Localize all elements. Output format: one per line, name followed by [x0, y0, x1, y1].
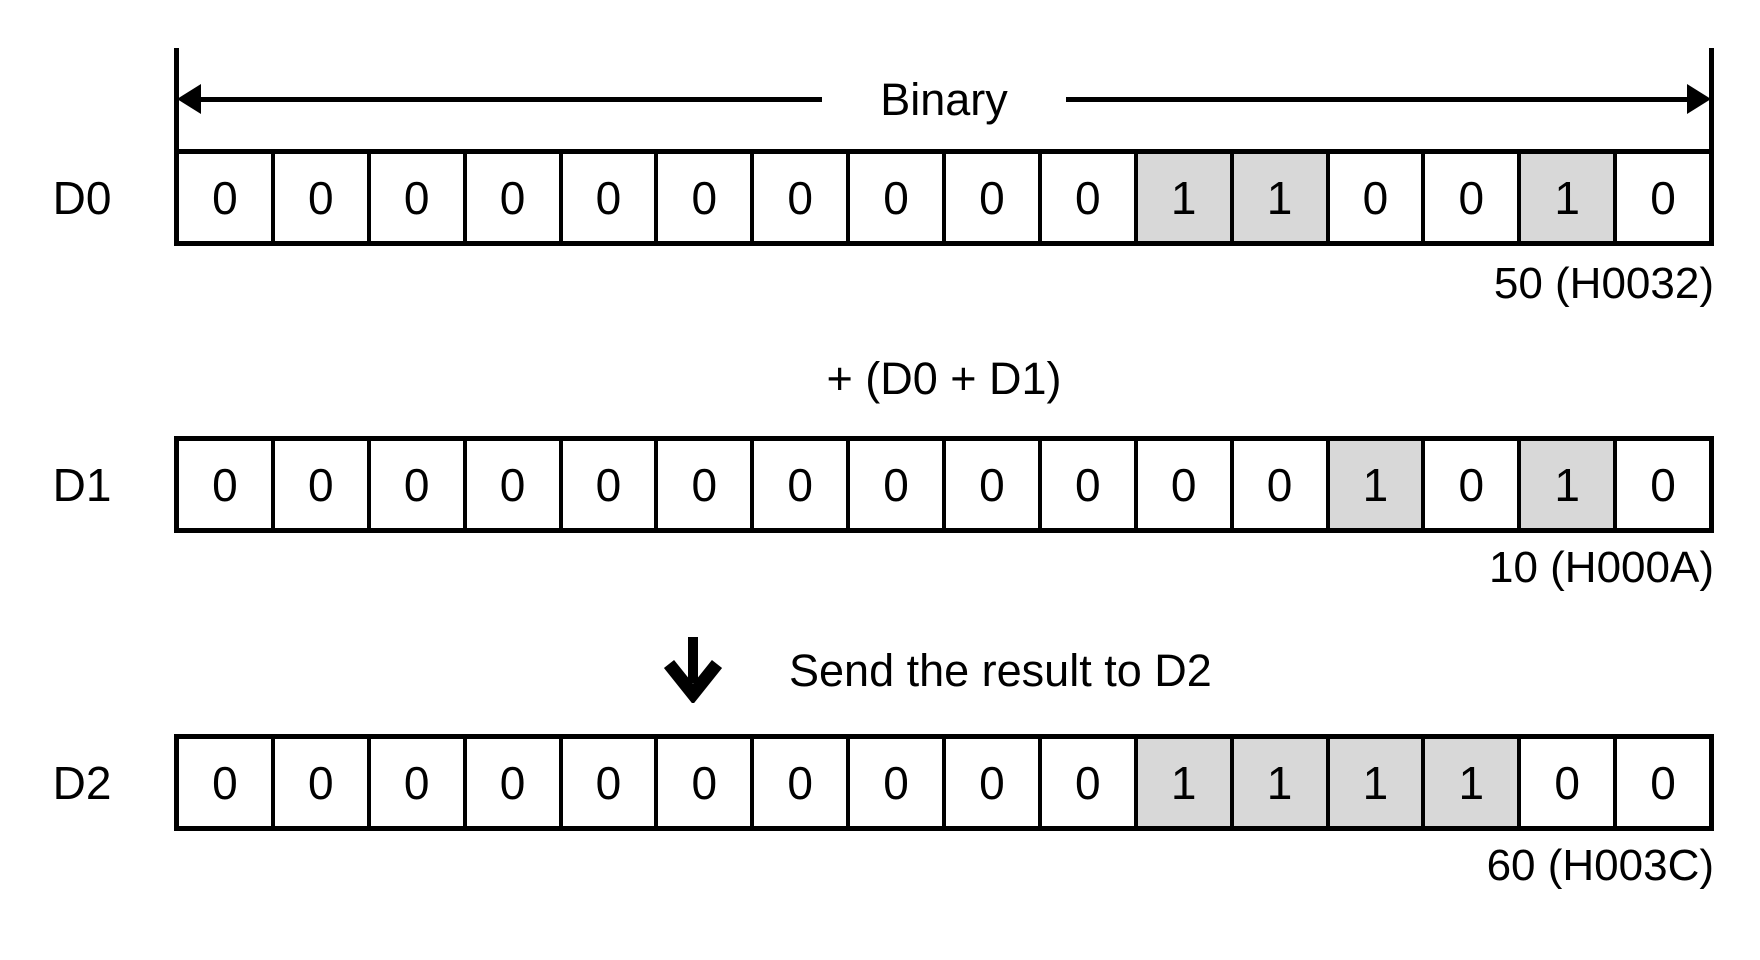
register-name: D1: [52, 458, 112, 511]
range-tick-right: [1709, 48, 1714, 152]
bit-cell: 0: [654, 154, 750, 241]
register-name: D2: [52, 756, 112, 809]
bit-cell: 0: [750, 739, 846, 826]
bit-cell: 0: [558, 441, 655, 528]
bit-cell: 0: [1325, 154, 1422, 241]
register-value-label: 10 (H000A): [1488, 543, 1714, 592]
bit-cell: 1: [1229, 739, 1326, 826]
bit-cell: 0: [462, 739, 559, 826]
bit-cell: 0: [462, 154, 559, 241]
bit-cell: 0: [750, 441, 846, 528]
bit-cell: 1: [1229, 154, 1326, 241]
bit-cell: 0: [1421, 441, 1517, 528]
operation-label: + (D0 + D1): [826, 353, 1062, 404]
range-tick-left: [174, 48, 179, 152]
bit-cell: 0: [1037, 154, 1134, 241]
bit-cell: 0: [1229, 441, 1326, 528]
bit-cell: 0: [212, 458, 238, 511]
binary-label: Binary: [880, 73, 1008, 125]
bit-cell: 1: [1517, 154, 1614, 241]
bit-cell: 0: [1037, 739, 1134, 826]
bit-cell: 0: [366, 739, 463, 826]
bit-cell: 0: [212, 756, 238, 809]
bit-cell: 1: [1517, 441, 1614, 528]
down-arrow-icon: [663, 637, 723, 703]
bit-cell: 0: [1421, 154, 1517, 241]
bit-cell: 0: [270, 739, 367, 826]
transfer-annotation: Send the result to D2: [663, 637, 1212, 703]
bit-cell: 0: [942, 441, 1038, 528]
bit-cell: 0: [1613, 739, 1709, 826]
bit-cell: 0: [1133, 441, 1230, 528]
bit-cell: 1: [1325, 441, 1422, 528]
register-value-label: 50 (H0032): [1493, 259, 1714, 308]
transfer-label: Send the result to D2: [789, 644, 1212, 696]
bit-cell: 0: [942, 739, 1038, 826]
bit-cell: 1: [1421, 739, 1518, 826]
arrow-line-right: [1065, 96, 1687, 102]
bit-cell: 0: [558, 154, 655, 241]
bit-cell: 0: [1613, 154, 1709, 241]
bit-cell: 0: [1037, 441, 1134, 528]
bit-cell: 0: [462, 441, 559, 528]
bit-cell: 0: [942, 154, 1038, 241]
bit-cell: 0: [212, 171, 238, 224]
bit-cell: 0: [846, 739, 942, 826]
bit-cell: 0: [654, 739, 750, 826]
bit-cell: 1: [1133, 739, 1230, 826]
arrowhead-left-icon: [177, 84, 201, 114]
register-name: D0: [52, 171, 112, 224]
bit-cell: 0: [750, 154, 846, 241]
bit-cell: 0: [1517, 739, 1613, 826]
bit-cell: 0: [366, 441, 463, 528]
bit-cell: 0: [846, 154, 942, 241]
bit-cell: 0: [654, 441, 750, 528]
bit-cell: 0: [846, 441, 942, 528]
bit-cell: 0: [366, 154, 463, 241]
arrowhead-right-icon: [1687, 84, 1711, 114]
bit-cell: 1: [1325, 739, 1422, 826]
bit-cell: 0: [1613, 441, 1709, 528]
bit-cell: 1: [1133, 154, 1230, 241]
bit-cell: 0: [270, 441, 367, 528]
arrow-line-left: [201, 96, 823, 102]
binary-range-arrow: Binary: [177, 74, 1711, 124]
bit-cell: 0: [558, 739, 655, 826]
bit-cell: 0: [270, 154, 367, 241]
register-value-label: 60 (H003C): [1486, 841, 1714, 890]
